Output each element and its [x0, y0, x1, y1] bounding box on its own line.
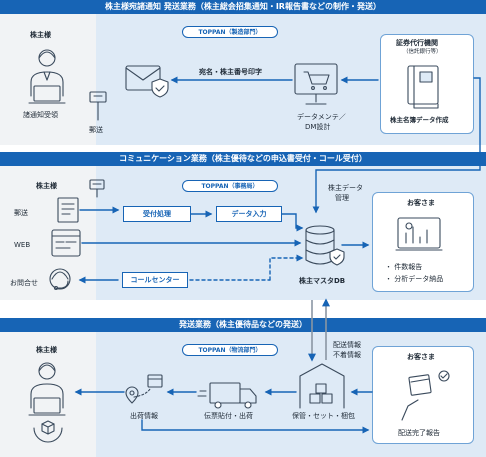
envelope-shield-icon	[125, 65, 169, 98]
person-laptop-icon	[28, 49, 66, 104]
shareholder-title-2: 株主様	[36, 182, 57, 190]
registry-label: 株主名簿データ作成	[390, 116, 449, 124]
mailbox-icon-2	[89, 179, 105, 198]
section3-toppan-tag: TOPPAN（物流部門）	[182, 344, 278, 356]
delivery-report-label: 配送完了報告	[398, 429, 440, 437]
ship-info-label: 出荷情報	[130, 412, 158, 420]
storage-label: 保管・セット・梱包	[292, 412, 355, 420]
section1-banner: 株主様宛諸通知 発送業務（株主総会招集通知・IR報告書などの制作・発送）	[0, 0, 486, 14]
call-center-box: コールセンター	[122, 272, 188, 288]
client-item-analysis: ・ 分析データ納品	[385, 275, 444, 283]
client-card-3	[372, 346, 474, 444]
unfit-info-label: 不着情報	[333, 351, 361, 359]
web-form-icon	[51, 229, 81, 257]
section1-left-panel	[0, 14, 96, 145]
dm-label-2: DM設計	[305, 123, 331, 131]
agent-sub: （信託銀行等）	[403, 49, 442, 55]
delivery-info-label: 配送情報	[333, 341, 361, 349]
client-item-count: ・ 件数報告	[385, 263, 423, 271]
data-mgmt-1: 株主データ	[328, 184, 363, 192]
inquiry-label: お問合せ	[10, 279, 38, 287]
location-box-icon	[125, 374, 163, 404]
section2-banner: コミュニケーション業務（株主優待などの申込書受付・コール受付）	[0, 152, 486, 166]
section2-toppan-tag: TOPPAN（事務局）	[182, 180, 278, 192]
parcel-cycle-icon	[33, 420, 63, 443]
agent-card	[380, 34, 474, 134]
receive-label: 諸通知受領	[23, 111, 58, 119]
client-title-2: お客さま	[407, 199, 435, 207]
delivery-hand-icon	[401, 370, 450, 421]
section3-banner: 発送業務（株主優待品などの発送）	[0, 318, 486, 332]
shareholder-title: 株主様	[30, 31, 51, 39]
database-shield-icon	[305, 225, 345, 266]
warehouse-icon	[299, 363, 345, 409]
client-card-2	[372, 192, 474, 292]
db-label: 株主マスタDB	[299, 277, 346, 285]
analytics-monitor-icon	[395, 217, 443, 251]
mail-label-2: 郵送	[14, 209, 28, 217]
mailbox-icon-1	[89, 91, 107, 121]
section1-toppan-tag: TOPPAN（製造部門）	[182, 26, 278, 38]
truck-icon	[197, 382, 257, 409]
print-label: 宛名・株主番号印字	[199, 68, 262, 76]
mail-label: 郵送	[89, 126, 103, 134]
registry-book-icon	[407, 65, 439, 109]
dispatch-label: 伝票貼付・出荷	[204, 412, 253, 420]
monitor-cart-icon	[294, 63, 338, 105]
headset-icon	[49, 268, 71, 291]
data-mgmt-2: 管理	[335, 194, 349, 202]
client-title-3: お客さま	[407, 353, 435, 361]
shareholder-title-3: 株主様	[36, 346, 57, 354]
document-icon	[57, 197, 79, 223]
dm-label-1: データメンテ／	[297, 113, 346, 121]
person-laptop-icon-3	[28, 362, 66, 416]
agent-title: 証券代行機関	[396, 39, 438, 47]
web-label: WEB	[14, 241, 31, 249]
